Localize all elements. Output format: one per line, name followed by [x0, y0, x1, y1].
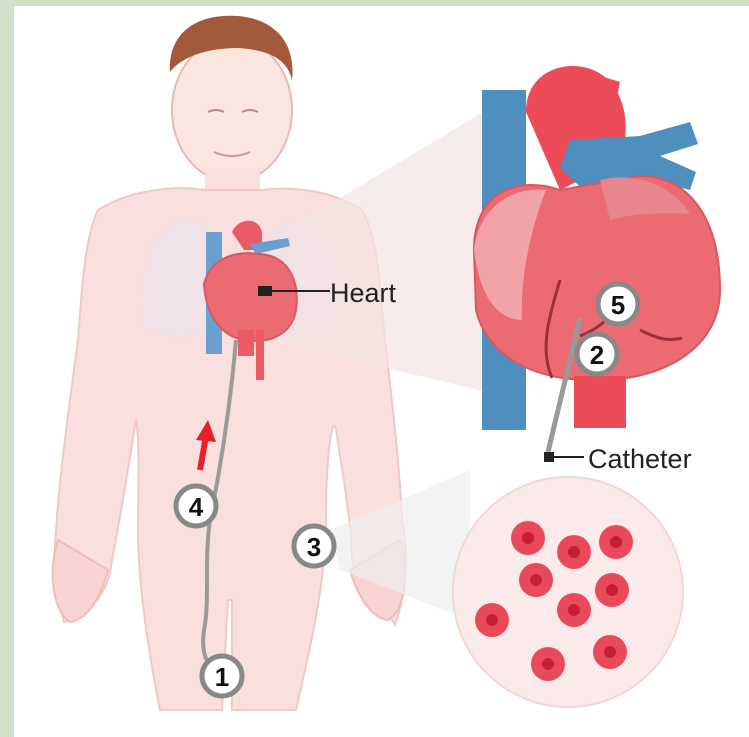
head — [172, 38, 292, 182]
svg-text:1: 1 — [215, 662, 229, 692]
marker-1: 1 — [202, 656, 242, 696]
marker-2: 2 — [577, 334, 617, 374]
svg-text:4: 4 — [189, 492, 204, 522]
marker-5: 5 — [598, 284, 638, 324]
svg-text:2: 2 — [590, 340, 604, 370]
svg-text:3: 3 — [307, 532, 321, 562]
catheter-tip — [544, 452, 554, 462]
blood-cells-view — [453, 477, 683, 707]
heart-label: Heart — [330, 278, 397, 308]
catheter-label: Catheter — [588, 444, 692, 474]
marker-4: 4 — [176, 486, 216, 526]
svg-text:5: 5 — [611, 290, 625, 320]
marker-3: 3 — [294, 526, 334, 566]
